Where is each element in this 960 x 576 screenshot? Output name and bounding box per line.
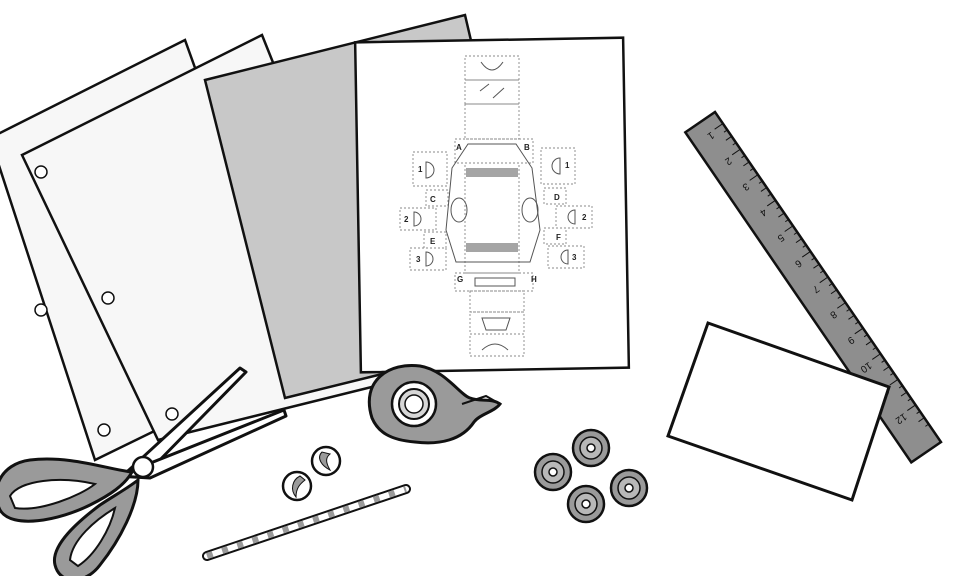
car-template-sheet: A B C D E F G H 1 1 2 2 3 3 bbox=[353, 36, 631, 374]
wheel-label-1-right: 1 bbox=[565, 161, 570, 170]
scissors-pivot bbox=[131, 455, 155, 479]
ruler-number: 8 bbox=[827, 308, 838, 320]
punch-hole bbox=[101, 291, 115, 305]
blank-card bbox=[666, 321, 891, 502]
wheel-label-3-left: 3 bbox=[416, 255, 421, 264]
template-label-b: B bbox=[524, 143, 530, 152]
car-stripe bbox=[466, 243, 518, 252]
template-label-h: H bbox=[531, 275, 537, 284]
bottle-cap-wheel bbox=[533, 452, 573, 492]
scissors bbox=[0, 366, 288, 576]
bottle-cap-wheel bbox=[609, 468, 649, 508]
ruler-number: 9 bbox=[845, 334, 856, 346]
ruler-number: 1 bbox=[705, 129, 716, 141]
tape-dispenser bbox=[367, 363, 503, 445]
punch-hole bbox=[34, 165, 48, 179]
ruler-number: 6 bbox=[792, 257, 803, 269]
template-label-d: D bbox=[554, 193, 560, 202]
ruler: 123456789101112 bbox=[683, 110, 943, 465]
ruler-number: 3 bbox=[740, 180, 751, 192]
ruler-number: 2 bbox=[722, 155, 733, 167]
template-label-c: C bbox=[430, 195, 436, 204]
wheel-label-3-right: 3 bbox=[572, 253, 577, 262]
bottle-cap-wheel bbox=[571, 428, 611, 468]
ruler-number: 4 bbox=[757, 206, 768, 218]
bottle-cap-wheel bbox=[566, 484, 606, 524]
marble bbox=[310, 445, 342, 477]
punch-hole bbox=[165, 407, 179, 421]
punch-hole bbox=[34, 303, 48, 317]
template-label-g: G bbox=[457, 275, 463, 284]
template-label-f: F bbox=[556, 233, 561, 242]
wheel-label-1-left: 1 bbox=[418, 165, 423, 174]
drinking-straw bbox=[202, 484, 411, 561]
ruler-number: 5 bbox=[775, 231, 786, 243]
marble bbox=[281, 470, 313, 502]
punch-hole bbox=[97, 423, 111, 437]
template-label-e: E bbox=[430, 237, 436, 246]
wheel-label-2-right: 2 bbox=[582, 213, 587, 222]
wheel-label-2-left: 2 bbox=[404, 215, 409, 224]
car-stripe bbox=[466, 168, 518, 177]
ruler-number: 7 bbox=[810, 282, 821, 294]
template-label-a: A bbox=[456, 143, 462, 152]
